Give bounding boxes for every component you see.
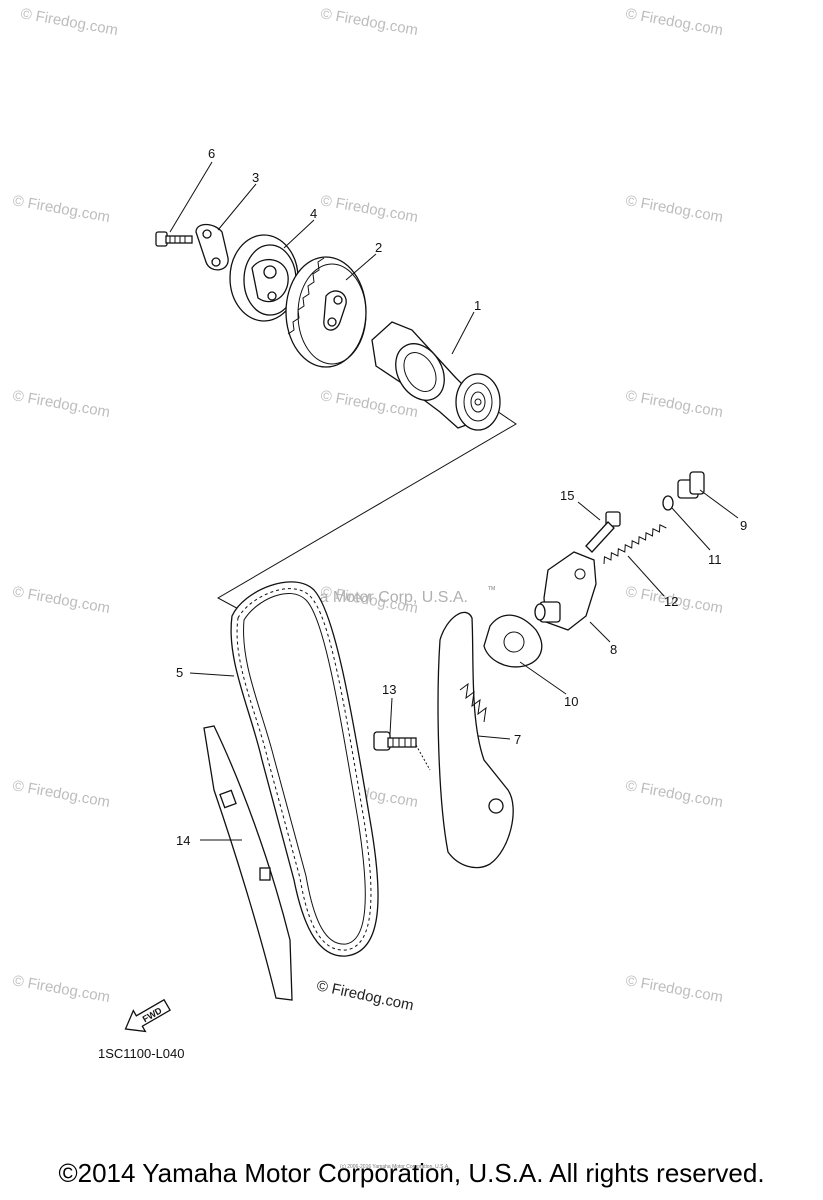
callout-6: 6 (208, 146, 215, 161)
callout-3: 3 (252, 170, 259, 185)
plate-4 (229, 234, 299, 322)
callout-8: 8 (610, 642, 617, 657)
bolt-6 (155, 231, 193, 247)
watermark: © Firedog.com (624, 777, 724, 811)
watermark: © Firedog.com (624, 192, 724, 226)
callout-5: 5 (176, 665, 183, 680)
timing-chain-5 (230, 581, 379, 957)
washer-11 (662, 495, 674, 511)
gasket-10 (483, 614, 543, 668)
callout-15: 15 (560, 488, 574, 503)
watermark: © Firedog.com (11, 387, 111, 421)
fine-print: (c) 2006-2016 Yamaha Motor Corporation, … (340, 1164, 450, 1170)
callout-4: 4 (310, 206, 317, 221)
tensioner-8 (534, 551, 597, 631)
cam-sprocket-2 (285, 256, 367, 368)
callout-7: 7 (514, 732, 521, 747)
camshaft-chain-leader (216, 404, 517, 613)
lock-plate-3 (195, 223, 229, 271)
watermark: © Firedog.com (319, 387, 419, 421)
bolt-15 (585, 511, 621, 553)
watermark: © Firedog.com (319, 192, 419, 226)
watermark: © Firedog.com (624, 972, 724, 1006)
brand-watermark: © Firedog.com (315, 977, 415, 1014)
watermark: © Firedog.com (11, 972, 111, 1006)
callout-9: 9 (740, 518, 747, 533)
spring-12 (603, 524, 667, 565)
callout-1: 1 (474, 298, 481, 313)
callout-14: 14 (176, 833, 190, 848)
watermark: © Firedog.com (624, 387, 724, 421)
leader-lines (169, 161, 739, 841)
chain-guide-14 (203, 725, 293, 1001)
trademark-mark: TM (488, 586, 495, 592)
watermark: © Firedog.com (319, 5, 419, 39)
diagram-code: 1SC1100-L040 (98, 1046, 185, 1061)
callout-13: 13 (382, 682, 396, 697)
tensioner-guide-7 (437, 611, 514, 869)
callout-11: 11 (708, 552, 722, 567)
copyright-notice: ©2014 Yamaha Motor Corporation, U.S.A. A… (58, 1158, 765, 1188)
watermark: © Firedog.com (19, 5, 119, 39)
callout-2: 2 (375, 240, 382, 255)
watermark: © Firedog.com (11, 583, 111, 617)
callout-12: 12 (664, 594, 678, 609)
watermark: © Firedog.com (624, 5, 724, 39)
watermark: © Firedog.com (11, 192, 111, 226)
bolt-13 (373, 731, 431, 771)
camshaft-1 (371, 321, 501, 431)
callout-10: 10 (564, 694, 578, 709)
callouts: 1 2 3 4 5 6 7 8 9 10 11 12 13 14 15 (176, 146, 747, 848)
watermark: © Firedog.com (11, 777, 111, 811)
cap-bolt-9 (677, 471, 705, 499)
fwd-arrow-icon: FWD (124, 998, 171, 1033)
